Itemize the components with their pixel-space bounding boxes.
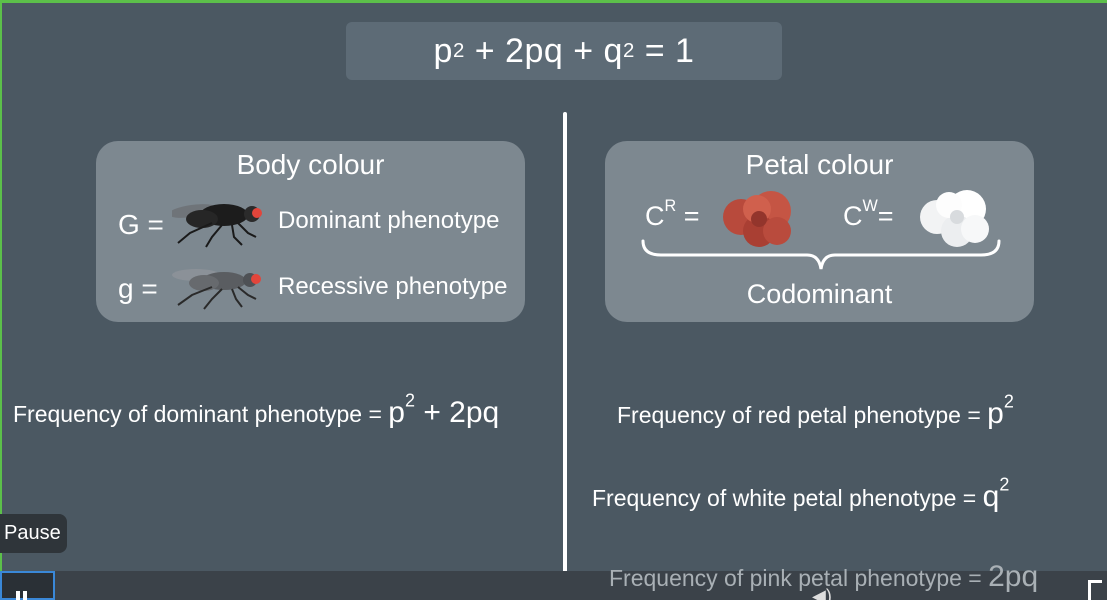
red-allele-eq: = xyxy=(676,201,700,231)
equation-end: = 1 xyxy=(634,31,695,70)
white-frequency-text: Frequency of white petal phenotype = xyxy=(592,485,983,511)
grey-fly-icon xyxy=(172,269,261,310)
petal-colour-title: Petal colour xyxy=(745,149,894,180)
body-colour-card: Body colour G = Dominant phenotype g = R… xyxy=(96,141,525,322)
pink-frequency-text: Frequency of pink petal phenotype = xyxy=(609,565,989,591)
red-frequency: Frequency of red petal phenotype = p2 xyxy=(617,393,1014,431)
equation-middle: + 2pq + q xyxy=(464,31,623,70)
red-allele-label: CR = xyxy=(645,198,700,232)
dominant-allele-label: G = xyxy=(118,209,164,240)
white-frequency-q: q xyxy=(982,480,1000,513)
dominant-frequency-exp: 2 xyxy=(404,390,415,411)
fullscreen-icon[interactable] xyxy=(1088,580,1102,600)
pink-frequency: Frequency of pink petal phenotype = 2pq xyxy=(609,560,1038,594)
white-allele-base: C xyxy=(843,201,863,231)
red-frequency-p: p xyxy=(987,397,1004,430)
white-frequency: Frequency of white petal phenotype = q2 xyxy=(592,476,1009,514)
dominant-phenotype-label: Dominant phenotype xyxy=(278,207,500,234)
red-frequency-text: Frequency of red petal phenotype = xyxy=(617,402,988,428)
dominant-frequency: Frequency of dominant phenotype = p2 + 2… xyxy=(13,392,500,430)
white-flower-icon xyxy=(920,190,989,247)
dominant-frequency-p: p xyxy=(388,396,405,429)
red-flower-icon xyxy=(723,191,791,247)
white-allele-sup: W xyxy=(862,197,878,216)
red-allele-base: C xyxy=(645,201,665,231)
dominant-frequency-tail: + 2pq xyxy=(414,396,500,429)
recessive-phenotype-label: Recessive phenotype xyxy=(278,273,508,300)
volume-icon[interactable]: ◀) xyxy=(812,586,832,600)
petal-colour-card: Petal colour CR = CW= Codominant xyxy=(605,141,1034,322)
codominant-brace xyxy=(641,239,1001,270)
player-control-bar xyxy=(0,571,1107,600)
dark-fly-icon xyxy=(172,204,262,248)
red-frequency-exp: 2 xyxy=(1003,391,1014,412)
pause-button[interactable] xyxy=(0,571,55,600)
red-allele-sup: R xyxy=(664,197,677,216)
white-frequency-exp: 2 xyxy=(999,474,1010,495)
pink-frequency-value: 2pq xyxy=(988,560,1039,593)
recessive-allele-label: g = xyxy=(118,273,158,304)
body-colour-title: Body colour xyxy=(236,149,385,180)
white-allele-label: CW= xyxy=(843,198,894,232)
dominant-frequency-text: Frequency of dominant phenotype = xyxy=(13,401,389,427)
pause-tooltip: Pause xyxy=(0,514,67,553)
equation-p: p xyxy=(433,31,453,70)
top-border xyxy=(0,0,1107,3)
codominant-label: Codominant xyxy=(746,279,893,309)
vertical-divider xyxy=(563,112,567,600)
left-border xyxy=(0,0,2,600)
pause-icon xyxy=(16,591,28,600)
white-allele-eq: = xyxy=(877,201,894,231)
